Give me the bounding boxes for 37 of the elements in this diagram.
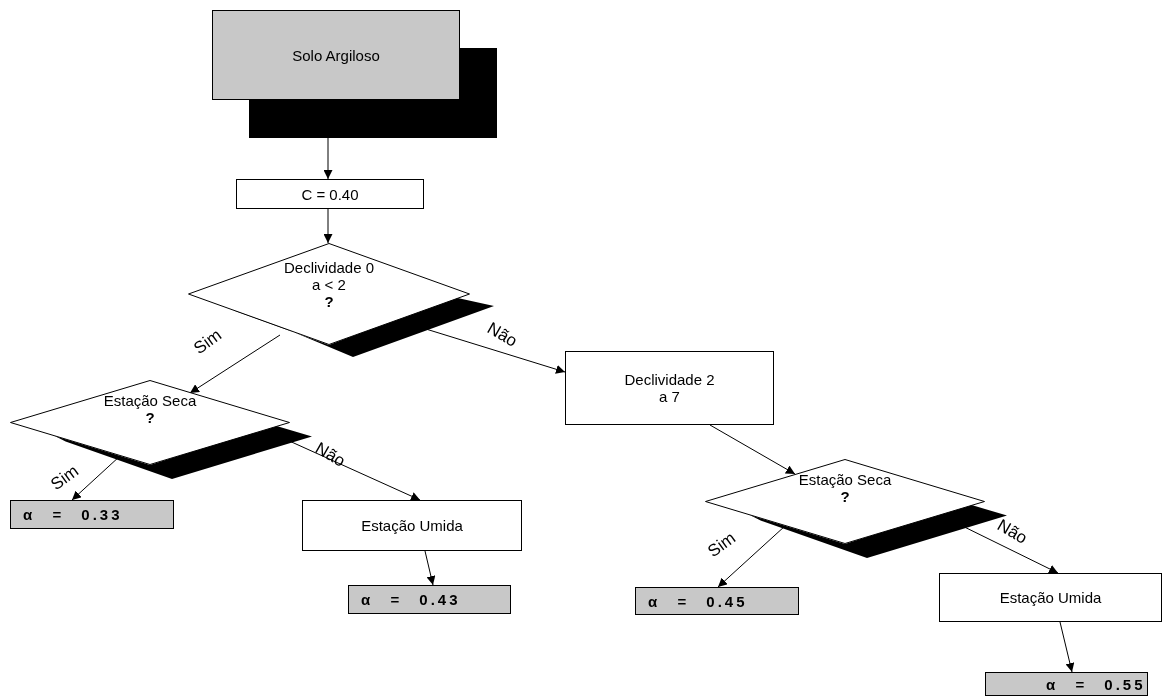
result-box: [985, 672, 1148, 696]
decision-text: Estação Seca: [103, 392, 197, 409]
node-text: Solo Argiloso: [292, 46, 380, 64]
edge-label: Sim: [47, 461, 83, 495]
decision-text: Declividade 0 a < 2: [283, 259, 375, 293]
result-value: α = 0.43: [361, 591, 461, 608]
edge-label: Não: [311, 438, 349, 472]
process-box: [565, 351, 774, 425]
node-text: Estação Umida: [999, 589, 1102, 606]
result-value: α = 0.45: [648, 592, 748, 610]
process-box: [939, 573, 1162, 622]
question-mark: ?: [324, 293, 334, 310]
arrow: [323, 208, 333, 244]
arrow: [1059, 621, 1075, 673]
node-text: Declividade 2 a 7: [623, 371, 716, 405]
process-box: [302, 500, 522, 551]
node-text: C = 0.40: [301, 185, 359, 203]
result-box: [10, 500, 174, 529]
edge-label: Não: [993, 515, 1031, 549]
edge-label: Sim: [704, 528, 740, 562]
arrow: [717, 525, 786, 588]
result-value: α = 0.55: [1046, 675, 1146, 693]
question-mark: ?: [840, 488, 850, 505]
result-box: [635, 587, 799, 615]
decision-text: Estação Seca: [798, 471, 892, 488]
arrow: [709, 424, 796, 475]
arrow: [189, 334, 281, 394]
result-value: α = 0.33: [23, 506, 123, 523]
start-box: [212, 10, 460, 100]
node-text: Estação Umida: [361, 517, 463, 534]
decision-diamond: [10, 380, 290, 465]
edge-label: Sim: [190, 325, 226, 359]
process-box: [236, 179, 424, 209]
edge-label: Não: [483, 318, 521, 352]
result-box: [348, 585, 511, 614]
question-mark: ?: [145, 409, 155, 426]
arrow: [424, 550, 436, 586]
